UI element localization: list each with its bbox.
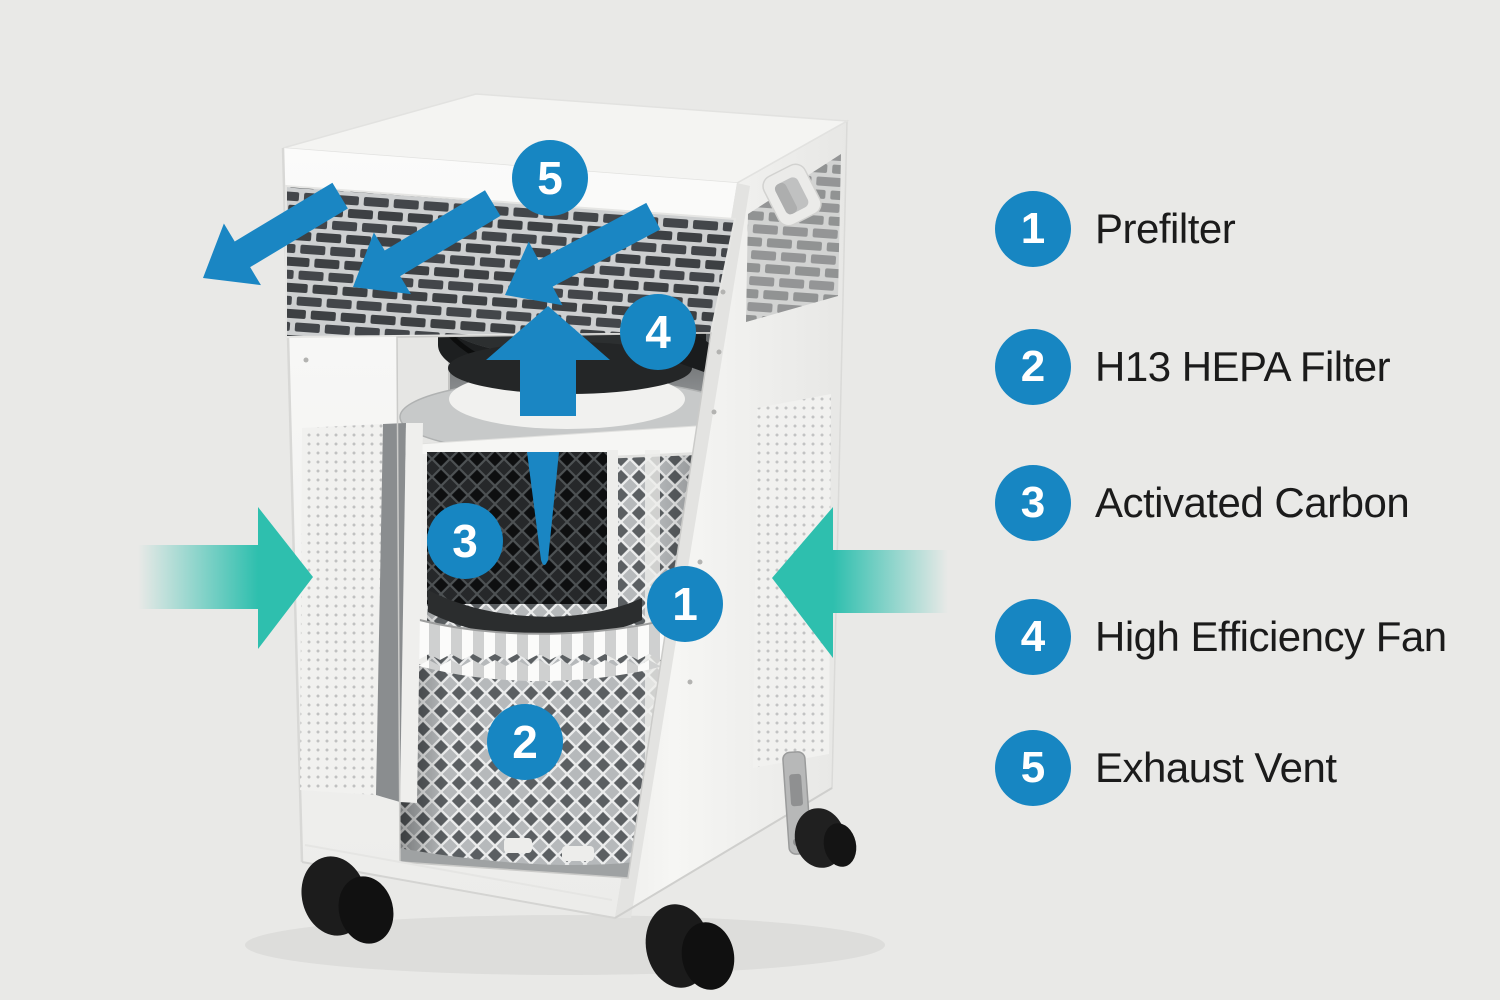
svg-text:3: 3: [452, 515, 478, 567]
svg-text:4: 4: [645, 306, 671, 358]
fan-up-arrow: [486, 306, 610, 416]
opening-frame-edge: [396, 332, 712, 879]
exhaust-arrows: [203, 182, 661, 306]
intake-arrow-right: [772, 507, 948, 658]
callout-badge-3: 3: [427, 503, 503, 579]
base-seam: [304, 844, 613, 901]
carry-handle: [762, 163, 822, 227]
caster-front-left: [301, 856, 394, 944]
base-clip: [562, 846, 594, 861]
svg-text:5: 5: [537, 152, 563, 204]
svg-text:1: 1: [672, 578, 698, 630]
callout-badge-4: 4: [620, 294, 696, 370]
exhaust-arrow-middle: [353, 190, 501, 295]
exhaust-arrow-to-fan: [505, 202, 661, 306]
carbon-filter-window: [416, 450, 660, 780]
front-perforated-panel: [300, 424, 383, 795]
svg-text:2: 2: [512, 716, 538, 768]
filter-flow-arrow: [527, 452, 559, 565]
caster-front-center: [645, 904, 735, 990]
callout-badge-2: 2: [487, 704, 563, 780]
callout-badge-1: 1: [647, 566, 723, 642]
caster-right-rear: [794, 808, 857, 868]
exhaust-arrow-far-left: [203, 182, 348, 286]
base-clip: [504, 838, 532, 853]
panel-frame-strip: [400, 423, 423, 803]
carbon-band: [428, 590, 642, 639]
callout-badge-5: 5: [512, 140, 588, 216]
corner-screws: [303, 289, 726, 685]
fan-blade: [676, 333, 711, 372]
intake-arrow-left: [138, 507, 313, 649]
